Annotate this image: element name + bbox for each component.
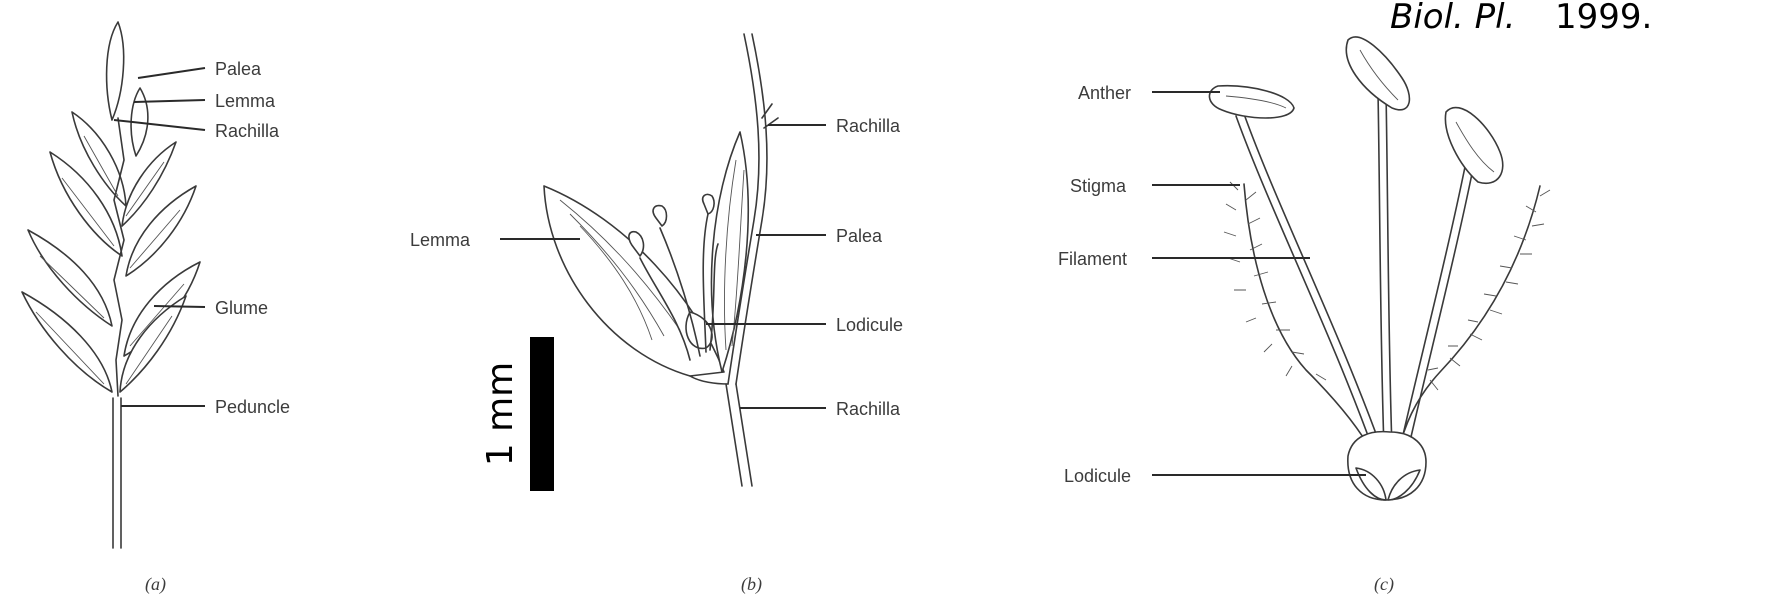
label-b-lodicule: Lodicule xyxy=(836,315,903,335)
label-a-palea: Palea xyxy=(215,59,262,79)
label-c-filament: Filament xyxy=(1058,249,1127,269)
label-b-palea: Palea xyxy=(836,226,883,246)
caption-a: (a) xyxy=(145,574,166,595)
caption-c: (c) xyxy=(1374,574,1394,595)
panel-b-floret-drawing xyxy=(544,34,778,486)
label-c-stigma: Stigma xyxy=(1070,176,1127,196)
citation-year: 1999. xyxy=(1555,0,1652,37)
citation-journal: Biol. Pl. xyxy=(1390,0,1515,37)
panel-c-flower-drawing xyxy=(1209,37,1550,500)
citation: Biol. Pl. 1999. xyxy=(1390,0,1652,37)
label-a-peduncle: Peduncle xyxy=(215,397,290,417)
label-b-rachilla-top: Rachilla xyxy=(836,116,901,136)
label-a-rachilla: Rachilla xyxy=(215,121,280,141)
scale-bar: 1 mm xyxy=(480,337,554,491)
panel-c-leader-lines xyxy=(1152,92,1366,475)
scale-bar-label: 1 mm xyxy=(480,362,521,466)
label-b-rachilla-bottom: Rachilla xyxy=(836,399,901,419)
label-c-lodicule: Lodicule xyxy=(1064,466,1131,486)
label-a-lemma: Lemma xyxy=(215,91,276,111)
label-a-glume: Glume xyxy=(215,298,268,318)
caption-b: (b) xyxy=(741,574,762,595)
label-c-anther: Anther xyxy=(1078,83,1131,103)
label-b-lemma: Lemma xyxy=(410,230,471,250)
scale-bar-rectangle xyxy=(530,337,554,491)
